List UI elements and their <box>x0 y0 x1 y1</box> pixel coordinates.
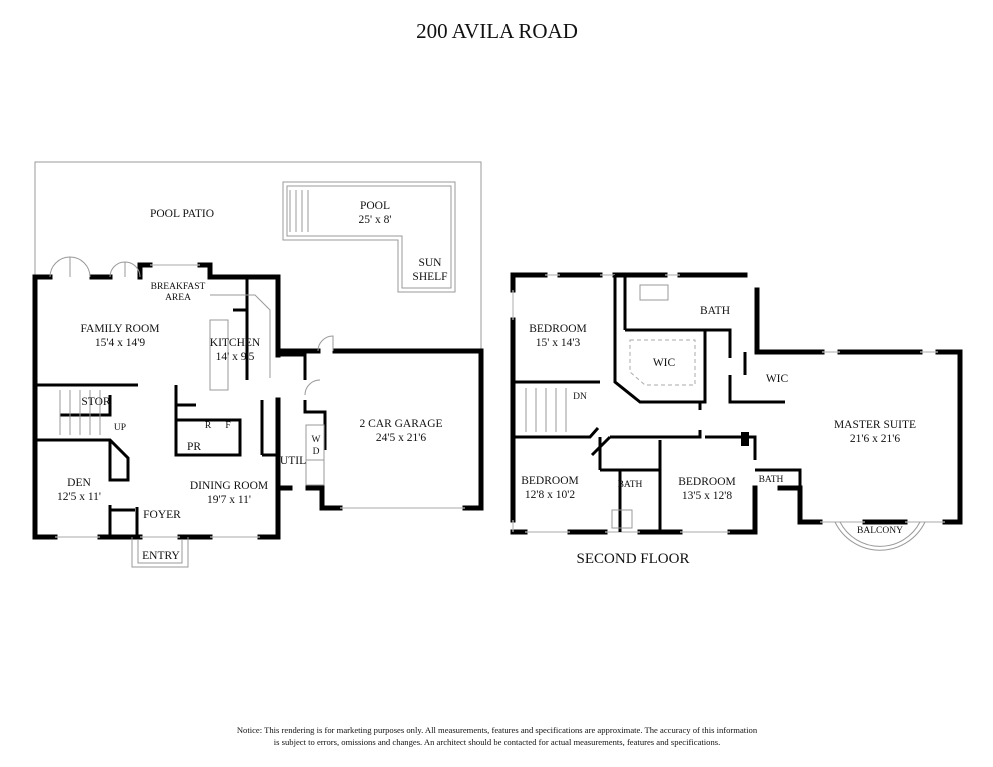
notice-line-1: Notice: This rendering is for marketing … <box>237 725 758 735</box>
label-pool-size: 25' x 8' <box>359 214 392 226</box>
garage-door-swing <box>304 335 334 396</box>
label-breakfast: BREAKFAST <box>151 282 206 292</box>
label-den: DEN <box>67 477 91 489</box>
interior-walls-second <box>513 275 802 532</box>
label-master-suite: MASTER SUITE <box>834 419 916 431</box>
label-pool-patio: POOL PATIO <box>150 208 214 220</box>
label-powder-room: PR <box>187 441 201 453</box>
label-family-room: FAMILY ROOM <box>80 323 159 335</box>
label-freezer: F <box>225 421 230 431</box>
label-shelf: SHELF <box>412 271 447 283</box>
label-bath-hall: BATH <box>618 480 643 490</box>
doors-patio <box>49 256 141 278</box>
label-wic-1: WIC <box>653 357 676 369</box>
entry-porch <box>131 537 189 568</box>
pool-patio-outline <box>34 161 482 351</box>
label-wic-2: WIC <box>766 373 789 385</box>
notice-line-2: is subject to errors, omissions and chan… <box>274 737 721 747</box>
label-garage-size: 24'5 x 21'6 <box>376 432 426 444</box>
stairs-second <box>525 388 567 432</box>
label-bedroom-sw: BEDROOM <box>521 475 579 487</box>
label-bedroom-nw-size: 15' x 14'3 <box>536 337 581 349</box>
label-garage: 2 CAR GARAGE <box>359 418 442 430</box>
label-balcony: BALCONY <box>857 526 903 536</box>
label-bedroom-sw-size: 12'8 x 10'2 <box>525 489 575 501</box>
exterior-walls-first <box>32 262 484 540</box>
label-stor: STOR <box>81 396 111 408</box>
label-refrigerator: R <box>205 421 212 431</box>
second-floor: BEDROOM 15' x 14'3 BATH WIC WIC DN MASTE… <box>510 272 963 567</box>
exterior-walls-second <box>510 272 963 535</box>
wic-shelving <box>629 339 696 386</box>
label-dining-room: DINING ROOM <box>190 480 268 492</box>
first-floor: POOL PATIO POOL 25' x 8' SUN SHELF BREAK… <box>32 161 484 568</box>
label-master-suite-size: 21'6 x 21'6 <box>850 433 900 445</box>
label-bath-master: BATH <box>700 305 730 317</box>
washer-dryer <box>305 424 325 486</box>
label-foyer: FOYER <box>143 509 181 521</box>
label-pool: POOL <box>360 200 390 212</box>
label-dn: DN <box>573 392 587 402</box>
label-kitchen: KITCHEN <box>210 337 261 349</box>
label-second-floor: SECOND FLOOR <box>577 551 690 567</box>
label-bedroom-s: BEDROOM <box>678 476 736 488</box>
kitchen-counters <box>209 294 271 391</box>
chimney-column <box>741 432 749 446</box>
label-bedroom-s-size: 13'5 x 12'8 <box>682 490 732 502</box>
stairs-first <box>59 390 101 435</box>
label-den-size: 12'5 x 11' <box>57 491 101 503</box>
label-dining-room-size: 19'7 x 11' <box>207 494 251 506</box>
balcony-rail <box>834 521 926 551</box>
label-up: UP <box>114 423 126 433</box>
pool <box>282 181 456 293</box>
label-washer: W <box>312 435 321 445</box>
bathtubs <box>611 284 669 529</box>
label-util: UTIL <box>280 455 306 467</box>
label-area: AREA <box>165 293 191 303</box>
label-sun: SUN <box>418 257 442 269</box>
plan-title: 200 AVILA ROAD <box>416 19 578 43</box>
label-bath-s: BATH <box>759 475 784 485</box>
label-entry: ENTRY <box>142 550 180 562</box>
label-kitchen-size: 14' x 9'5 <box>216 351 255 363</box>
label-dryer: D <box>313 447 320 457</box>
label-bedroom-nw: BEDROOM <box>529 323 587 335</box>
label-family-room-size: 15'4 x 14'9 <box>95 337 145 349</box>
